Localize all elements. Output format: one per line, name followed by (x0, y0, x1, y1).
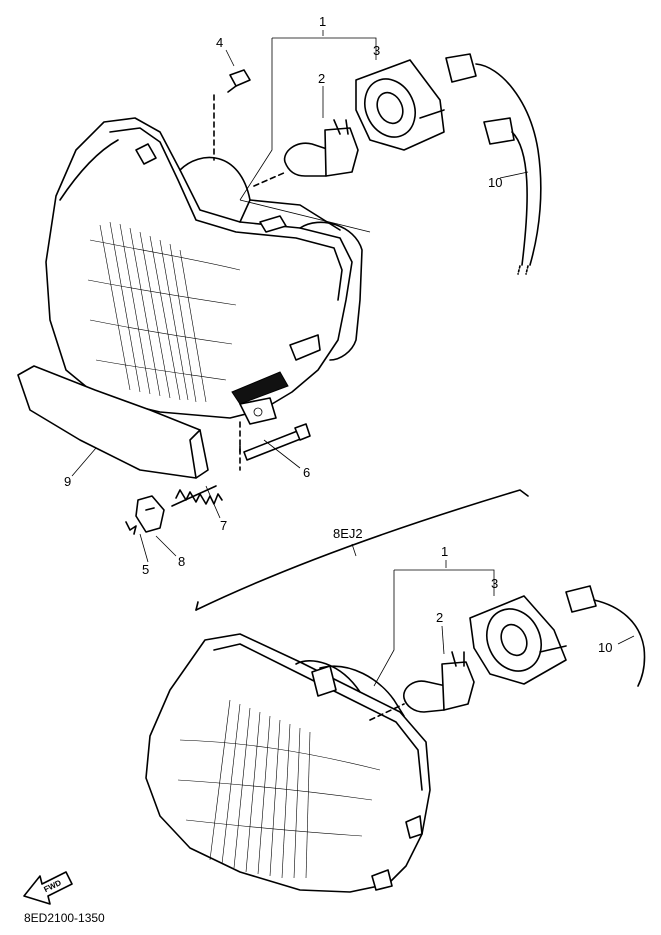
label-3: 3 (373, 43, 380, 58)
upper-bulb-cover (355, 59, 445, 151)
upper-lens-pattern (87, 221, 241, 403)
variant-bracket: 8EJ2 (195, 489, 529, 611)
spring-clip (125, 521, 137, 535)
upper-headlight-unit (45, 117, 363, 425)
lower-leaders (373, 560, 635, 687)
lower-bulb (369, 651, 475, 721)
lower-bulb-cover (469, 595, 567, 685)
label-5: 5 (142, 562, 149, 577)
label-7: 7 (220, 518, 227, 533)
label-8: 8 (178, 554, 185, 569)
upper-bulb (253, 119, 359, 187)
label-10: 10 (488, 175, 502, 190)
upper-headlight-assembly: 1 2 3 4 5 6 7 8 9 10 (17, 14, 542, 577)
lower-wire-harness (565, 585, 646, 687)
screw-small (213, 69, 251, 161)
label-9: 9 (64, 474, 71, 489)
forward-arrow: FWD (23, 871, 73, 905)
upper-leaders (71, 30, 529, 563)
lower-lens-pattern (177, 699, 381, 879)
clip-nut (135, 495, 165, 533)
variant-label: 8EJ2 (333, 526, 363, 541)
spring (171, 485, 223, 507)
label-6: 6 (303, 465, 310, 480)
label-1: 1 (319, 14, 326, 29)
lower-label-1: 1 (441, 544, 448, 559)
upper-wire-harness (445, 53, 542, 275)
label-2: 2 (318, 71, 325, 86)
adjusting-screw (239, 421, 311, 471)
lower-label-3: 3 (491, 576, 498, 591)
lower-label-10: 10 (598, 640, 612, 655)
visor-strip (17, 365, 209, 479)
diagram-code: 8ED2100-1350 (24, 911, 105, 925)
lower-label-2: 2 (436, 610, 443, 625)
lower-headlight-assembly: 1 2 3 10 (145, 544, 646, 893)
label-4: 4 (216, 35, 223, 50)
lower-headlight-unit (145, 633, 431, 893)
